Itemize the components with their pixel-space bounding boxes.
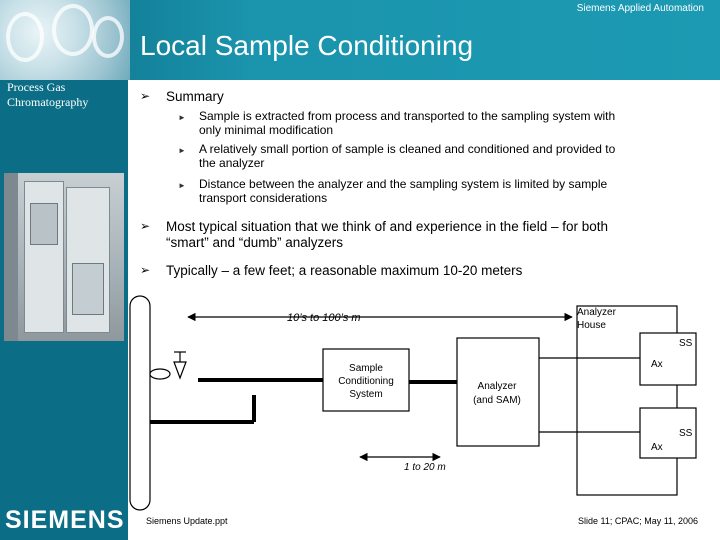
glass-ring-image [6, 12, 44, 62]
analyzer-cabinet-photo [4, 173, 124, 341]
ss-label-top: SS [679, 338, 693, 349]
distance-label-short: 1 to 20 m [404, 462, 446, 473]
analyzer-box [457, 338, 539, 446]
distance-label-long: 10’s to 100’s m [287, 312, 361, 324]
slide-content: ➢ Summary ► Sample is extracted from pro… [128, 80, 720, 540]
slide-title: Local Sample Conditioning [140, 30, 473, 62]
sample-box-label-1: Sample [349, 363, 383, 374]
company-division-label: Siemens Applied Automation [577, 3, 704, 14]
analyzer-house-label-2: House [577, 320, 606, 331]
header-photo [0, 0, 130, 80]
glass-ring-image [92, 16, 124, 58]
valve-icon [174, 362, 186, 378]
ax-label-bottom: Ax [651, 442, 663, 453]
analyzer-box-label-1: Analyzer [478, 381, 518, 392]
footer-slide-info: Slide 11; CPAC; May 11, 2006 [578, 516, 698, 526]
ax-label-top: Ax [651, 359, 663, 370]
sampling-system-diagram: 10’s to 100’s m Analyzer House SS Ax SS … [128, 80, 720, 540]
header-band: Siemens Applied Automation Local Sample … [0, 0, 720, 80]
sample-box-label-3: System [349, 389, 382, 400]
process-pipe [130, 296, 150, 510]
ss-label-bottom: SS [679, 428, 693, 439]
sample-box-label-2: Conditioning [338, 376, 394, 387]
analyzer-box-label-2: (and SAM) [473, 395, 521, 406]
siemens-logo: SIEMENS [5, 506, 125, 535]
glass-ring-image [52, 4, 94, 56]
analyzer-house-label-1: Analyzer [577, 307, 617, 318]
footer-filename: Siemens Update.ppt [146, 516, 228, 526]
sidebar: Process Gas Chromatography SIEMENS [0, 80, 128, 540]
probe-tap [150, 369, 170, 379]
sidebar-label: Process Gas Chromatography [7, 80, 125, 110]
